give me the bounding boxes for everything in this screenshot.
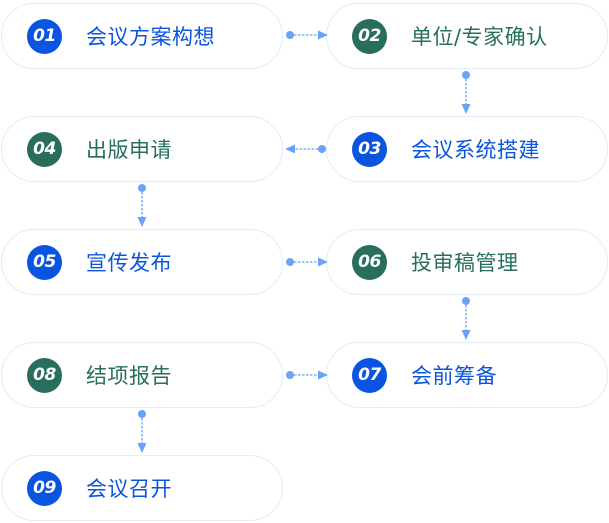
- step-number-badge: 07: [352, 357, 387, 393]
- connector-start-dot: [462, 71, 470, 79]
- step-09[interactable]: 09 会议召开: [1, 455, 283, 521]
- connector-start-dot: [462, 297, 470, 305]
- step-01[interactable]: 01 会议方案构想: [1, 3, 283, 69]
- connector-start-dot: [286, 31, 294, 39]
- connector-08-07: [286, 370, 328, 380]
- step-label: 结项报告: [86, 364, 172, 388]
- step-label: 单位/专家确认: [411, 25, 548, 49]
- connector-03-04: [285, 144, 326, 154]
- connector-06-07: [461, 297, 471, 340]
- connector-start-dot: [138, 410, 146, 418]
- step-07[interactable]: 07 会前筹备: [326, 342, 608, 408]
- step-label: 会议方案构想: [86, 25, 215, 49]
- connector-start-dot: [318, 145, 326, 153]
- connector-start-dot: [286, 258, 294, 266]
- arrow-down-icon: [461, 104, 471, 114]
- step-08[interactable]: 08 结项报告: [1, 342, 283, 408]
- step-label: 会议系统搭建: [411, 138, 540, 162]
- connector-start-dot: [138, 184, 146, 192]
- step-number-badge: 03: [352, 131, 387, 167]
- connector-05-06: [286, 257, 328, 267]
- step-number-badge: 02: [352, 18, 387, 54]
- step-02[interactable]: 02 单位/专家确认: [326, 3, 608, 69]
- step-label: 会前筹备: [411, 364, 497, 388]
- step-06[interactable]: 06 投审稿管理: [326, 229, 608, 295]
- step-04[interactable]: 04 出版申请: [1, 116, 283, 182]
- step-number-badge: 09: [27, 470, 62, 506]
- connector-start-dot: [286, 371, 294, 379]
- connector-08-09: [137, 410, 147, 453]
- step-label: 会议召开: [86, 477, 172, 501]
- step-05[interactable]: 05 宣传发布: [1, 229, 283, 295]
- arrow-down-icon: [137, 443, 147, 453]
- step-label: 宣传发布: [86, 251, 172, 275]
- step-number-badge: 04: [27, 131, 62, 167]
- step-number-badge: 01: [27, 18, 62, 54]
- step-label: 出版申请: [86, 138, 172, 162]
- connector-02-03: [461, 71, 471, 114]
- connector-04-05: [137, 184, 147, 227]
- arrow-down-icon: [137, 217, 147, 227]
- step-number-badge: 08: [27, 357, 62, 393]
- step-label: 投审稿管理: [411, 251, 519, 275]
- connector-01-02: [286, 30, 328, 40]
- arrow-left-icon: [285, 144, 295, 154]
- step-03[interactable]: 03 会议系统搭建: [326, 116, 608, 182]
- step-number-badge: 06: [352, 244, 387, 280]
- step-number-badge: 05: [27, 244, 62, 280]
- arrow-down-icon: [461, 330, 471, 340]
